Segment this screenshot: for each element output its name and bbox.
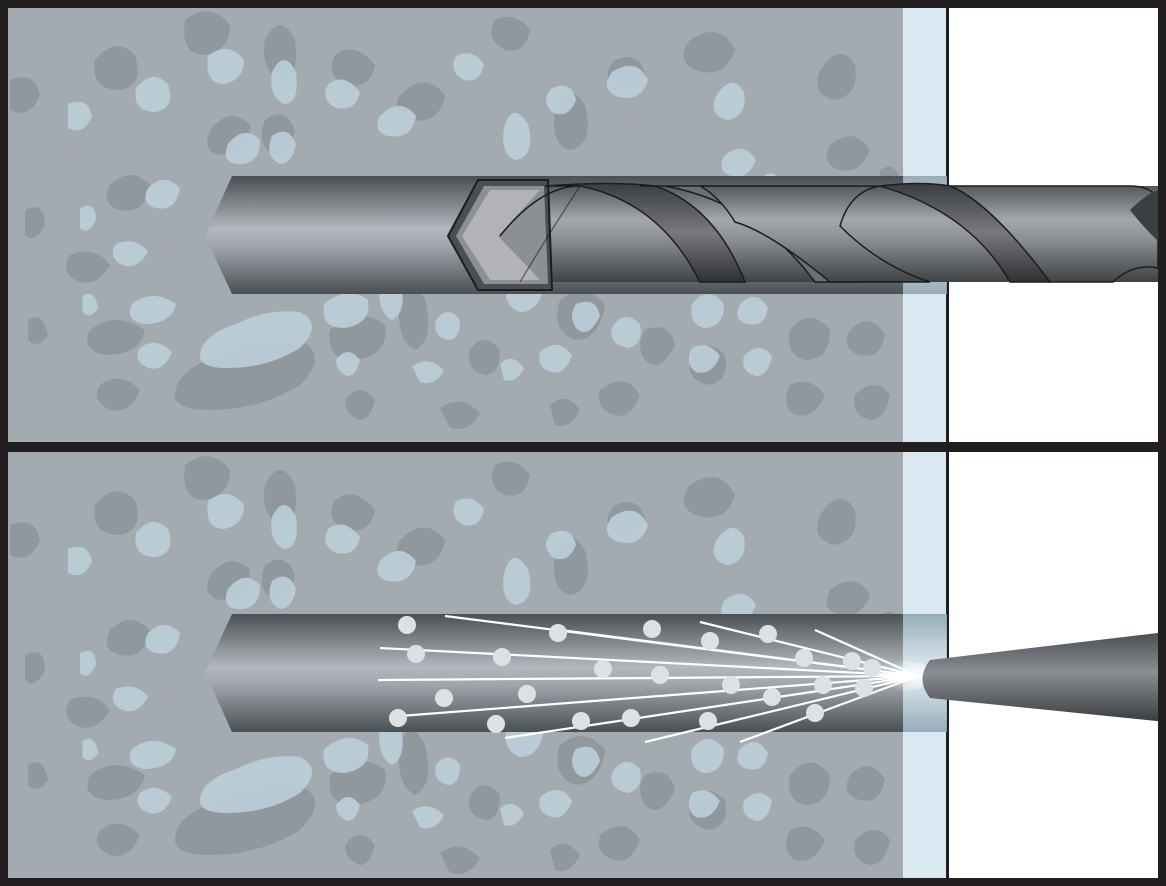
dust-particle-icon [814,676,832,694]
dust-particle-icon [651,666,669,684]
air-streak [379,646,919,678]
dust-particle-icon [795,649,813,667]
dust-particle-icon [407,645,425,663]
dust-particle-icon [487,715,505,733]
air-streak [699,620,919,678]
dust-particle-icon [863,659,881,677]
dust-particle-icon [722,676,740,694]
dust-particle-icon [843,652,861,670]
air-streak [377,674,919,682]
dust-particle-icon [855,679,873,697]
dust-particle-icon [759,625,777,643]
dust-particle-icon [549,624,567,642]
air-streak [739,674,919,744]
dust-particle-icon [398,616,416,634]
air-streak [814,628,919,678]
panel-divider [0,442,1166,452]
dust-particle-icon [493,648,511,666]
dust-particle-icon [622,709,640,727]
dust-particle-icon [643,620,661,638]
dust-particle-icon [594,660,612,678]
dust-particle-icon [389,709,407,727]
air-nozzle-icon [922,632,1158,722]
dust-particle-icon [806,704,824,722]
drill-bit-icon [446,179,1158,291]
dust-particle-icon [699,712,717,730]
dust-particle-icon [701,632,719,650]
air-streak [559,628,919,678]
dust-particle-icon [763,688,781,706]
dust-particle-icon [435,689,453,707]
panel-blow-out [8,452,1158,878]
dust-particle-icon [518,685,536,703]
bore-hole-bottom [205,614,903,732]
dust-cloud [389,616,881,733]
panel-drilling [8,8,1158,442]
air-streak [504,674,919,740]
dust-particle-icon [572,712,590,730]
